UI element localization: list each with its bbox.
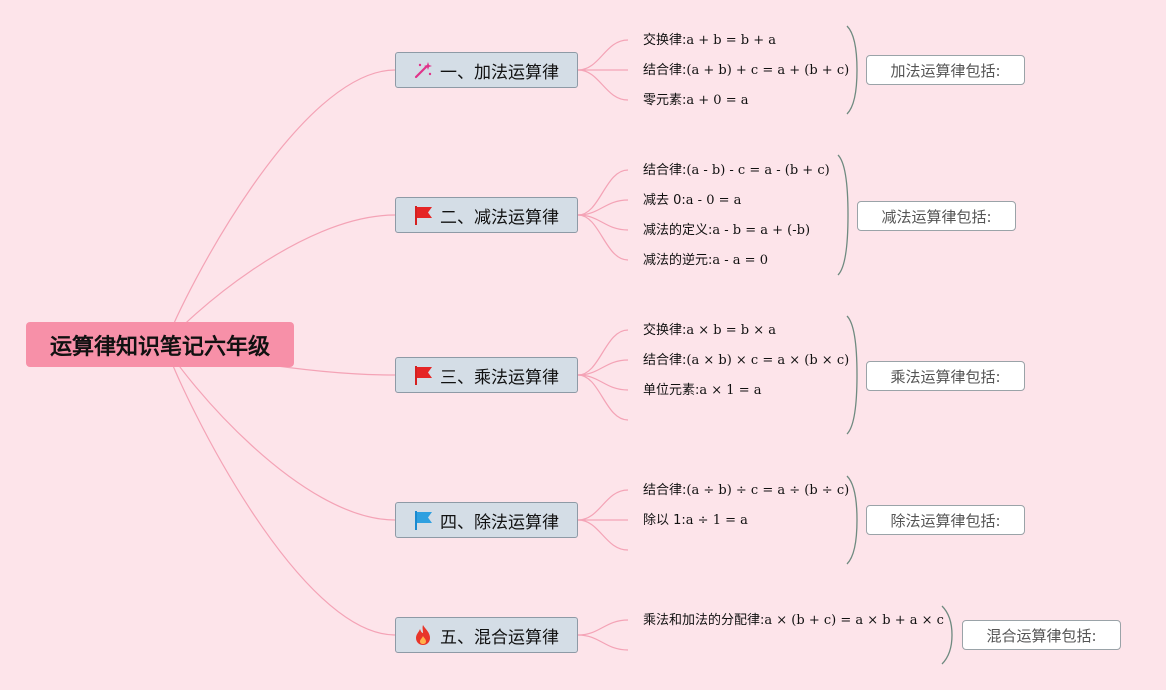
leaf-item: 结合律:(a × b) × c = a × (b × c)	[643, 353, 850, 368]
leaf-item: 单位元素:a × 1 = a	[643, 383, 762, 398]
leaf-connector	[577, 634, 629, 651]
leaf-connector	[577, 199, 629, 216]
leaf-item: 交换律:a × b = b × a	[643, 323, 777, 338]
blue-flag-icon	[415, 511, 432, 530]
red-flag-icon	[415, 206, 432, 225]
branch-title: 三、乘法运算律	[440, 367, 559, 388]
branch-title: 二、减法运算律	[440, 207, 559, 228]
leaf-connector	[577, 39, 629, 71]
leaf-item: 减法的定义:a - b = a + (-b)	[643, 223, 811, 238]
leaf-connector	[577, 214, 629, 261]
branch-division[interactable]: 四、除法运算律	[395, 502, 578, 538]
leaf-connector	[577, 69, 629, 101]
root-title: 运算律知识笔记六年级	[49, 334, 270, 360]
summary-brace	[846, 475, 858, 565]
branch-addition[interactable]: 一、加法运算律	[395, 52, 578, 88]
leaf-connector	[577, 489, 629, 521]
leaf-connector	[577, 359, 629, 376]
summary-addition[interactable]: 加法运算律包括:	[866, 55, 1025, 85]
leaf-item: 结合律:(a ÷ b) ÷ c = a ÷ (b ÷ c)	[643, 483, 850, 498]
leaf-item: 结合律:(a + b) + c = a + (b + c)	[643, 63, 850, 78]
branch-subtraction[interactable]: 二、减法运算律	[395, 197, 578, 233]
leaf-item: 乘法和加法的分配律:a × (b + c) = a × b + a × c	[643, 613, 944, 628]
branch-title: 一、加法运算律	[440, 62, 559, 83]
leaf-item: 减法的逆元:a - a = 0	[643, 253, 768, 268]
summary-multiplication[interactable]: 乘法运算律包括:	[866, 361, 1025, 391]
summary-brace	[846, 315, 858, 435]
summary-brace	[941, 605, 953, 665]
leaf-connector	[577, 619, 629, 636]
branch-title: 五、混合运算律	[440, 627, 559, 648]
root-connector	[164, 344, 396, 636]
leaf-item: 结合律:(a - b) - c = a - (b + c)	[643, 163, 830, 178]
root-connector	[164, 69, 396, 346]
leaf-connector	[577, 329, 629, 376]
leaf-connector	[577, 169, 629, 216]
summary-subtraction[interactable]: 减法运算律包括:	[857, 201, 1016, 231]
fire-icon	[416, 625, 430, 645]
branch-mixed[interactable]: 五、混合运算律	[395, 617, 578, 653]
summary-brace	[846, 25, 858, 115]
root-connector	[164, 344, 396, 521]
leaf-item: 交换律:a + b = b + a	[643, 33, 777, 48]
branch-multiplication[interactable]: 三、乘法运算律	[395, 357, 578, 393]
summary-mixed[interactable]: 混合运算律包括:	[962, 620, 1121, 650]
root-topic[interactable]: 运算律知识笔记六年级	[26, 322, 294, 367]
leaf-connector	[577, 374, 629, 421]
leaf-item: 减去 0:a - 0 = a	[643, 193, 742, 208]
summary-division[interactable]: 除法运算律包括:	[866, 505, 1025, 535]
red-flag-icon	[415, 366, 432, 385]
branch-title: 四、除法运算律	[440, 512, 559, 533]
leaf-connector	[577, 519, 629, 551]
magic-wand-icon	[414, 62, 432, 79]
leaf-item: 零元素:a + 0 = a	[643, 93, 749, 108]
leaf-item: 除以 1:a ÷ 1 = a	[643, 513, 748, 528]
summary-brace	[837, 154, 849, 276]
